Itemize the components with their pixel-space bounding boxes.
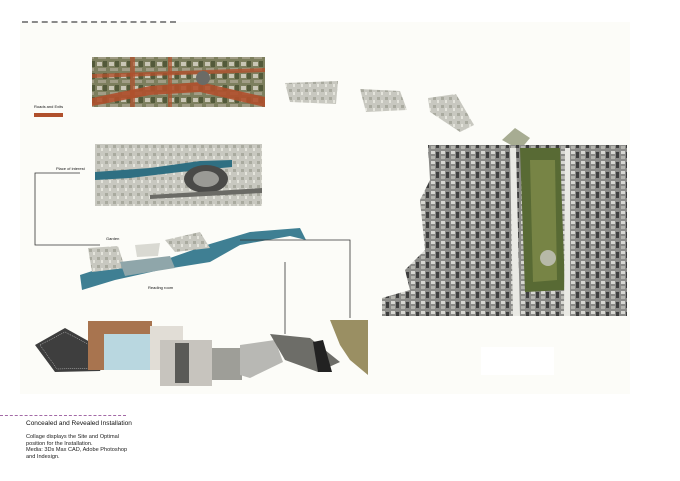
place-of-interest-panel [95,144,262,206]
label-roads-exits: Roads and Exits [34,104,64,109]
caption-line: Media: 3Ds Max CAD, Adobe Photoshop [26,447,128,454]
caption-line: position for the Installation. [26,440,93,447]
connector-line-garden [240,239,351,318]
garden-reading-room-panel [80,228,306,290]
label-reading-room: Reading room [148,285,174,290]
installation-collage-strip [35,320,368,386]
connector-line-place [34,172,100,246]
top-dashed-rule [22,21,176,23]
label-garden: Garden [106,236,120,241]
roads-aerial-strip [92,57,265,107]
label-place-of-interest: Place of interest [56,166,85,171]
site-fragments [285,81,530,150]
caption-title: Concealed and Revealed Installation [26,420,132,427]
caption-line: Collage displays the Site and Optimal [26,434,119,440]
caption-body: Collage displays the Site and Optimal po… [26,434,156,461]
roads-legend-swatch [34,113,63,117]
blank-white-patch [481,347,554,375]
caption-divider [0,415,126,416]
city-aerial-map [382,145,627,316]
caption-line: and Indesign. [26,454,60,461]
